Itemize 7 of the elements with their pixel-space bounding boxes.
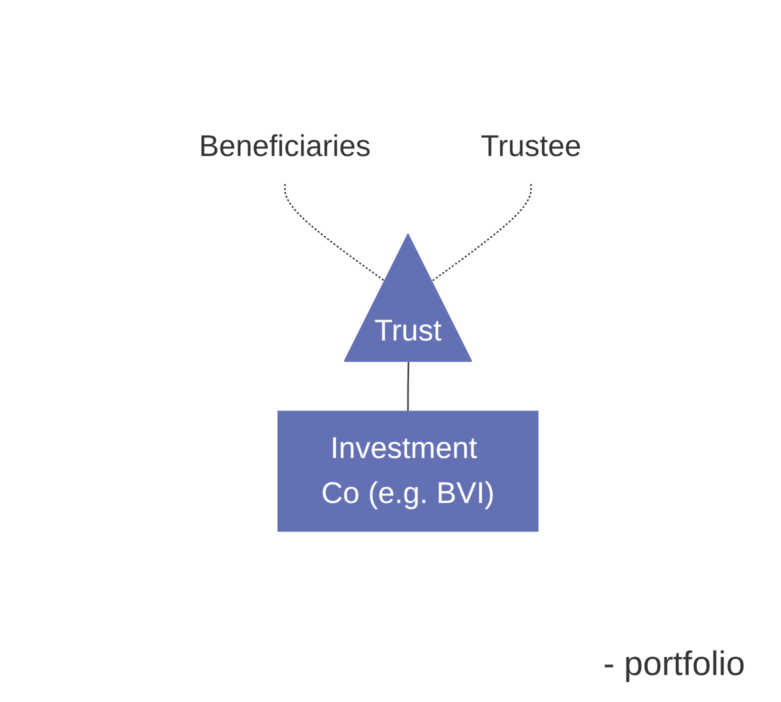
node-box: Investment Co (e.g. BVI) (278, 410, 539, 532)
connector (284, 184, 386, 282)
node-text: Beneficiaries (199, 130, 372, 163)
node-text: Trustee (481, 130, 582, 163)
connector (432, 184, 532, 282)
connector (408, 362, 410, 412)
note-text: - portfolio (603, 645, 745, 683)
